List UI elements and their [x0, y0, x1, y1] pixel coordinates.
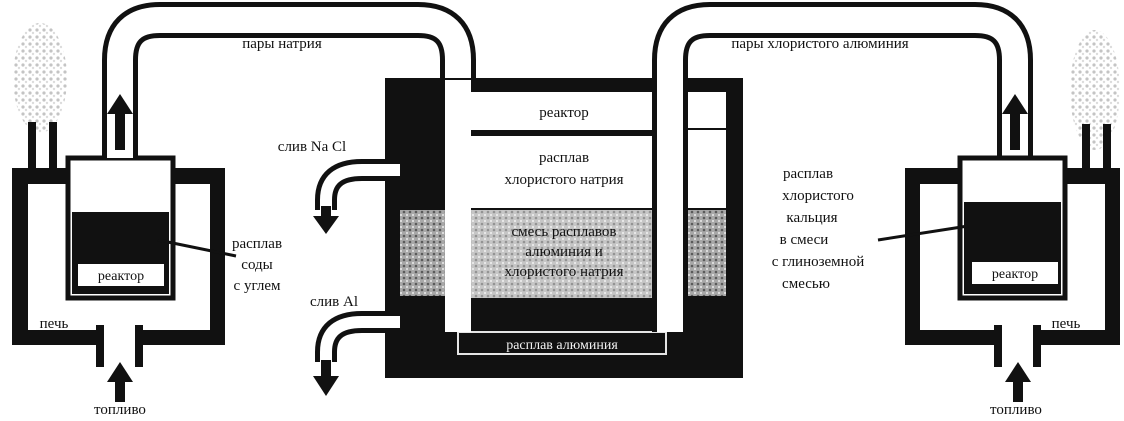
arrow-down-nacl — [313, 206, 339, 234]
molten-soda-line-1: расплав — [232, 236, 282, 252]
smoke-right — [1070, 30, 1120, 150]
arrow-up-fuel-left — [107, 362, 133, 402]
calcium-leader-line — [877, 224, 969, 242]
molten-calcium-chloride-line-4: в смеси — [780, 232, 829, 248]
reactor-top-label: реактор — [539, 105, 588, 121]
smoke-left — [13, 23, 67, 133]
mixture-line-2: алюминия и — [525, 244, 603, 260]
aluminum-chloride-vapor-label: пары хлористого алюминия — [731, 36, 908, 52]
mixture-line-1: смесь расплавов — [512, 224, 617, 240]
fuel-right-label: топливо — [990, 402, 1042, 418]
left-furnace — [12, 122, 225, 367]
molten-calcium-chloride-line-5: с глиноземной — [772, 254, 864, 270]
nacl-tap-label: слив Na Cl — [278, 139, 346, 155]
molten-calcium-chloride-line-1: расплав — [783, 166, 833, 182]
reactor-left-label: реактор — [98, 269, 144, 284]
furnace-left-label: печь — [40, 316, 69, 332]
molten-sodium-chloride-line-2: хлористого натрия — [504, 172, 623, 188]
molten-calcium-chloride-line-3: кальция — [786, 210, 837, 226]
molten-aluminum-label: расплав алюминия — [506, 338, 618, 353]
mixture-line-3: хлористого натрия — [504, 264, 623, 280]
al-tap-label: слив Al — [310, 294, 358, 310]
molten-soda-line-2: соды — [241, 257, 272, 273]
furnace-right-label: печь — [1052, 316, 1081, 332]
arrow-up-fuel-right — [1005, 362, 1031, 402]
sodium-vapor-label: пары натрия — [242, 36, 322, 52]
arrow-up-left-vapor — [107, 94, 133, 150]
fuel-left-label: топливо — [94, 402, 146, 418]
arrow-up-right-vapor — [1002, 94, 1028, 150]
soda-leader-line — [157, 238, 237, 258]
molten-sodium-chloride-line-1: расплав — [539, 150, 589, 166]
molten-calcium-chloride-line-2: хлористого — [782, 188, 854, 204]
molten-soda-line-3: с углем — [234, 278, 281, 294]
reactor-right-label: реактор — [992, 267, 1038, 282]
molten-calcium-chloride-line-6: смесью — [782, 276, 830, 292]
right-reactor-vessel — [957, 155, 1068, 301]
right-furnace — [905, 124, 1120, 367]
arrow-down-al — [313, 360, 339, 396]
